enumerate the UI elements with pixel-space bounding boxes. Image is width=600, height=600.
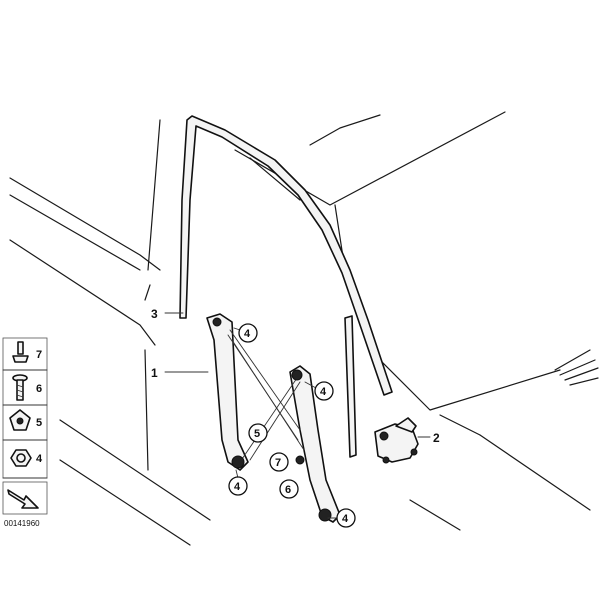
screw-icon: [12, 374, 28, 401]
legend-number: 5: [36, 417, 42, 429]
fastener-legend: 7 6 5 4: [2, 337, 48, 479]
callout-label: 4: [234, 481, 241, 493]
hex-nut-icon: [10, 449, 32, 467]
legend-number: 4: [36, 453, 43, 465]
regulator-part-label: 1: [151, 366, 158, 380]
window-seal: [179, 115, 393, 458]
legend-number: 6: [36, 383, 42, 395]
callout-cable-c: 6: [279, 479, 299, 499]
motor-part-label: 2: [433, 431, 440, 445]
callout-top: 4: [238, 323, 258, 343]
seal-part-label: 3: [151, 307, 158, 321]
car-body-outline: [9, 111, 599, 546]
direction-arrow-icon: [7, 489, 39, 509]
callout-label: 6: [285, 484, 291, 496]
callout-cable-b: 7: [269, 452, 289, 472]
callout-label: 4: [320, 386, 327, 398]
window-regulator: [206, 313, 341, 523]
leader-lines: [164, 312, 431, 519]
callout-upper-right: 4: [314, 381, 334, 401]
clip-icon: [9, 409, 31, 431]
callout-label: 4: [244, 328, 251, 340]
orientation-arrow-box: [2, 481, 48, 515]
window-motor: [374, 417, 419, 464]
callout-label: 5: [254, 428, 260, 440]
callout-label: 4: [342, 513, 349, 525]
callout-bottom-left: 4: [228, 476, 248, 496]
callout-label: 7: [275, 457, 281, 469]
stud-bolt-icon: [12, 341, 29, 363]
callout-bottom-right: 4: [336, 508, 356, 528]
reference-number: 00141960: [4, 519, 40, 528]
legend-number: 7: [36, 349, 42, 361]
callout-cable-a: 5: [248, 423, 268, 443]
